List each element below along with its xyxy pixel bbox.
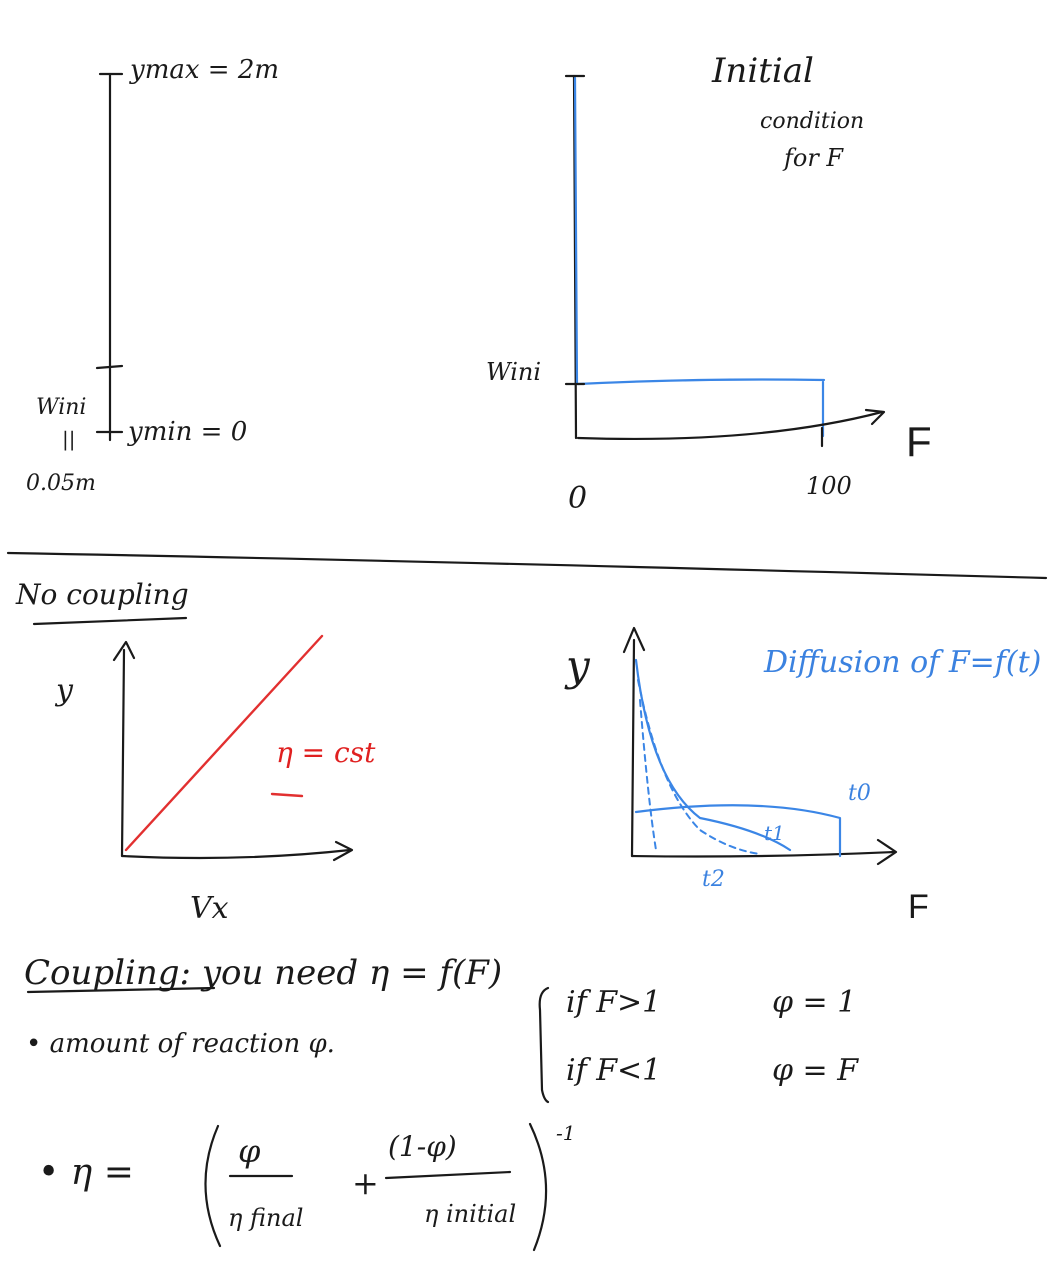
- wini-value: 0.05m: [26, 471, 96, 496]
- case2-value: φ = F: [772, 1053, 859, 1088]
- nc-linear-profile: [124, 634, 324, 852]
- frac2-bar: [384, 1170, 512, 1180]
- heading-underline: [32, 616, 188, 626]
- eta-formula-lhs: • η =: [38, 1152, 134, 1193]
- initial-title-2: condition: [760, 109, 864, 134]
- case2-condition: if F<1: [566, 1053, 661, 1088]
- case1-condition: if F>1: [566, 985, 661, 1020]
- wini-equals: ||: [62, 427, 75, 452]
- tick-100-label: 100: [806, 472, 852, 500]
- profile-t2-inner: [639, 699, 657, 851]
- frac2-numerator: (1-φ): [388, 1130, 457, 1163]
- no-coupling-panel: No coupling y Vx η = cst: [15, 578, 376, 926]
- profile-t2: [637, 679, 761, 855]
- nc-x-arrowhead: [332, 840, 354, 862]
- initial-x-axis: [576, 410, 884, 441]
- tick-0-label: 0: [568, 481, 587, 516]
- frac1-numerator: φ: [238, 1132, 261, 1170]
- coupling-underline: [26, 986, 216, 994]
- reaction-bullet: • amount of reaction φ.: [26, 1029, 335, 1059]
- diff-y-axis: [630, 638, 636, 858]
- profile-t0: [634, 804, 842, 858]
- label-t2: t2: [702, 867, 725, 892]
- nc-y-label: y: [54, 673, 74, 708]
- right-paren: [528, 1122, 548, 1252]
- section-divider: [6, 551, 1048, 580]
- initial-x-arrowhead: [864, 408, 886, 426]
- initial-wini-label: Wini: [486, 358, 541, 386]
- ymax-label: ymax = 2m: [129, 55, 279, 85]
- initial-title-3: for F: [782, 144, 844, 172]
- diffusion-title: Diffusion of F=f(t): [763, 645, 1041, 680]
- eta-cst-label: η = cst: [276, 736, 376, 769]
- diffusion-panel: y F Diffusion of F=f(t) t0 t1 t2: [564, 626, 1041, 926]
- case1-value: φ = 1: [772, 985, 856, 1020]
- eta-underline: [270, 792, 304, 798]
- nc-x-axis: [120, 848, 352, 860]
- initial-title-1: Initial: [711, 51, 814, 91]
- diff-y-label: y: [564, 641, 591, 690]
- diff-x-arrowhead: [876, 838, 898, 866]
- frac1-denominator: η final: [228, 1204, 303, 1232]
- ymin-label: ymin = 0: [127, 417, 247, 447]
- left-paren: [204, 1124, 222, 1248]
- coupling-line: Coupling: you need η = f(F): [24, 953, 502, 993]
- wini-label: Wini: [36, 395, 86, 420]
- initial-x-label: F: [906, 418, 932, 465]
- diff-y-arrowhead: [622, 626, 646, 654]
- nc-y-arrowhead: [112, 640, 136, 662]
- wini-tick: [95, 364, 124, 370]
- frac2-denominator: η initial: [424, 1200, 516, 1228]
- y-domain-panel: ymax = 2m ymin = 0 Wini || 0.05m: [26, 55, 279, 496]
- diff-x-label: F: [908, 888, 929, 926]
- plus-sign: +: [352, 1164, 379, 1202]
- exponent: -1: [556, 1121, 575, 1145]
- initial-profile-horizontal: [576, 378, 826, 386]
- label-t0: t0: [848, 781, 871, 806]
- nc-x-label: Vx: [190, 891, 229, 926]
- no-coupling-heading: No coupling: [15, 578, 189, 611]
- cases-brace: [538, 986, 550, 1104]
- label-t1: t1: [764, 821, 785, 845]
- nc-y-axis: [120, 648, 126, 858]
- initial-condition-panel: Initial condition for F Wini F 0 100: [486, 51, 932, 516]
- diff-x-axis: [630, 850, 896, 858]
- coupling-section: Coupling: you need η = f(F) • amount of …: [24, 953, 859, 1252]
- initial-profile-vertical: [573, 76, 579, 386]
